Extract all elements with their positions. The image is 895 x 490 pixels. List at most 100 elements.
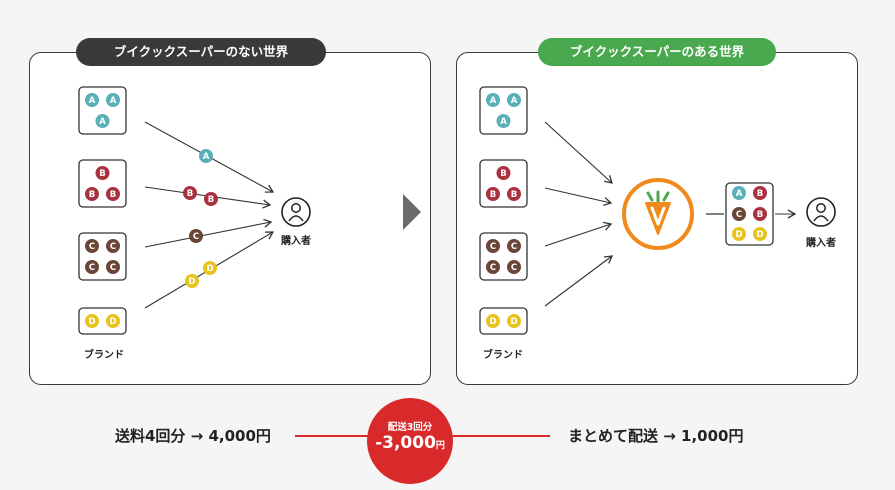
brand-d-dot: D — [106, 314, 120, 328]
saving-amount-wrap: -3,000円 — [367, 433, 453, 453]
brand-a-dot: A — [106, 93, 120, 107]
brand-d-dot: D — [486, 314, 500, 328]
brand-b-dot: B — [486, 187, 500, 201]
svg-text:B: B — [110, 190, 116, 200]
brand-d-dot: D — [732, 227, 746, 241]
brand-b-dot: B — [507, 187, 521, 201]
right-arrow-b — [544, 187, 613, 206]
brand-a-dot: A — [732, 186, 746, 200]
saving-amount: -3,000 — [375, 433, 436, 453]
svg-text:A: A — [511, 96, 518, 106]
svg-text:C: C — [193, 232, 199, 242]
svg-text:B: B — [757, 210, 763, 220]
saving-badge: 配送3回分 -3,000円 — [367, 398, 453, 484]
saving-unit: 円 — [435, 441, 445, 451]
brand-b-dot: B — [183, 186, 197, 200]
title-with-vcook: ブイクックスーパーのある世界 — [538, 38, 776, 66]
left-brand-b-box: B B B — [78, 159, 127, 208]
brand-d-dot: D — [85, 314, 99, 328]
brand-c-dot: C — [486, 260, 500, 274]
svg-text:C: C — [89, 242, 95, 252]
brand-c-dot: C — [486, 239, 500, 253]
brand-b-dot: B — [753, 186, 767, 200]
brand-a-dot: A — [85, 93, 99, 107]
brand-d-dot: D — [203, 261, 217, 275]
brand-c-dot: C — [507, 260, 521, 274]
svg-text:B: B — [99, 169, 105, 179]
right-arrow-a — [544, 121, 613, 184]
brand-c-dot: C — [106, 239, 120, 253]
left-arrow-c — [144, 218, 273, 248]
svg-text:A: A — [89, 96, 96, 106]
svg-text:C: C — [110, 263, 116, 273]
right-arrow-d — [544, 255, 614, 307]
left-buyer-person-icon — [281, 197, 311, 227]
shipping-before-text: 送料4回分 → 4,000円 — [115, 427, 271, 445]
left-brand-c-box: C C C C — [78, 232, 127, 281]
brand-b-dot: B — [106, 187, 120, 201]
brand-d-dot: D — [753, 227, 767, 241]
play-arrow-icon — [403, 194, 421, 230]
title-without-vcook: ブイクックスーパーのない世界 — [76, 38, 326, 66]
svg-text:B: B — [757, 189, 763, 199]
right-arrow-c — [544, 221, 613, 247]
svg-text:C: C — [89, 263, 95, 273]
svg-text:C: C — [110, 242, 116, 252]
svg-text:C: C — [490, 263, 496, 273]
brand-b-dot: B — [85, 187, 99, 201]
svg-text:B: B — [187, 189, 193, 199]
saving-line-left — [295, 435, 370, 437]
brand-c-dot: C — [189, 229, 203, 243]
svg-text:A: A — [490, 96, 497, 106]
left-buyer-label: 購入者 — [280, 234, 311, 247]
svg-text:C: C — [511, 263, 517, 273]
brand-c-dot: C — [732, 207, 746, 221]
right-brand-label: ブランド — [483, 348, 523, 361]
right-buyer-person-icon — [806, 197, 836, 227]
svg-text:B: B — [490, 190, 496, 200]
svg-text:A: A — [736, 189, 743, 199]
svg-text:A: A — [110, 96, 117, 106]
svg-text:A: A — [99, 117, 106, 127]
brand-d-dot: D — [507, 314, 521, 328]
brand-b-dot: B — [753, 207, 767, 221]
svg-text:D: D — [510, 317, 517, 327]
right-brand-a-box: A A A — [479, 86, 528, 135]
vegan-carrot-logo-icon — [622, 178, 694, 250]
brand-a-dot: A — [199, 149, 213, 163]
brand-a-dot: A — [486, 93, 500, 107]
svg-text:B: B — [89, 190, 95, 200]
brand-c-dot: C — [85, 260, 99, 274]
svg-text:D: D — [88, 317, 95, 327]
brand-a-dot: A — [496, 114, 511, 128]
svg-text:D: D — [489, 317, 496, 327]
brand-d-dot: D — [185, 274, 199, 288]
brand-b-dot: B — [95, 166, 110, 180]
svg-text:C: C — [490, 242, 496, 252]
saving-line-right — [450, 435, 550, 437]
svg-text:D: D — [109, 317, 116, 327]
svg-text:A: A — [203, 152, 210, 162]
right-brand-b-box: B B B — [479, 159, 528, 208]
saving-label: 配送3回分 — [387, 422, 433, 433]
svg-text:D: D — [735, 230, 742, 240]
left-brand-label: ブランド — [84, 348, 124, 361]
svg-text:D: D — [756, 230, 763, 240]
svg-text:B: B — [511, 190, 517, 200]
svg-text:C: C — [736, 210, 742, 220]
svg-text:D: D — [188, 277, 195, 287]
brand-c-dot: C — [507, 239, 521, 253]
svg-text:D: D — [206, 264, 213, 274]
left-brand-a-box: A A A — [78, 86, 127, 135]
brand-c-dot: C — [106, 260, 120, 274]
right-buyer-label: 購入者 — [805, 236, 836, 249]
brand-c-dot: C — [85, 239, 99, 253]
svg-text:B: B — [500, 169, 506, 179]
brand-a-dot: A — [507, 93, 521, 107]
svg-text:A: A — [500, 117, 507, 127]
